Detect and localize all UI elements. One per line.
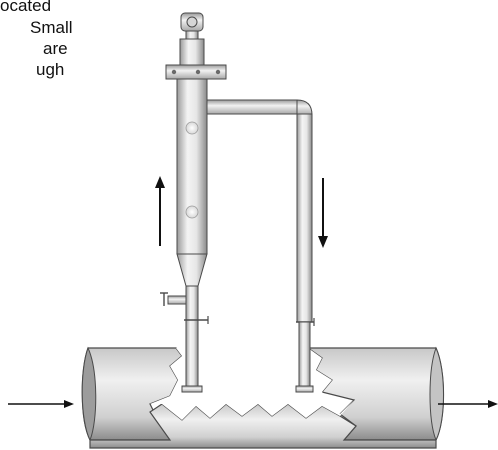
main-pipe [81,346,445,449]
caption-line-2: Small [30,18,73,37]
arrow-inflow-icon [8,400,74,408]
arrow-up-icon [155,176,165,246]
return-line [206,99,315,393]
arrow-down-icon [318,178,328,248]
caption-line-1: ocated [0,0,52,15]
caption-line-3: are [43,39,68,58]
valve-icon [160,292,187,306]
transmitter-icon [180,12,204,40]
measuring-chamber [160,12,227,393]
caption-line-4: ugh [36,60,65,79]
arrow-outflow-icon [438,400,498,408]
